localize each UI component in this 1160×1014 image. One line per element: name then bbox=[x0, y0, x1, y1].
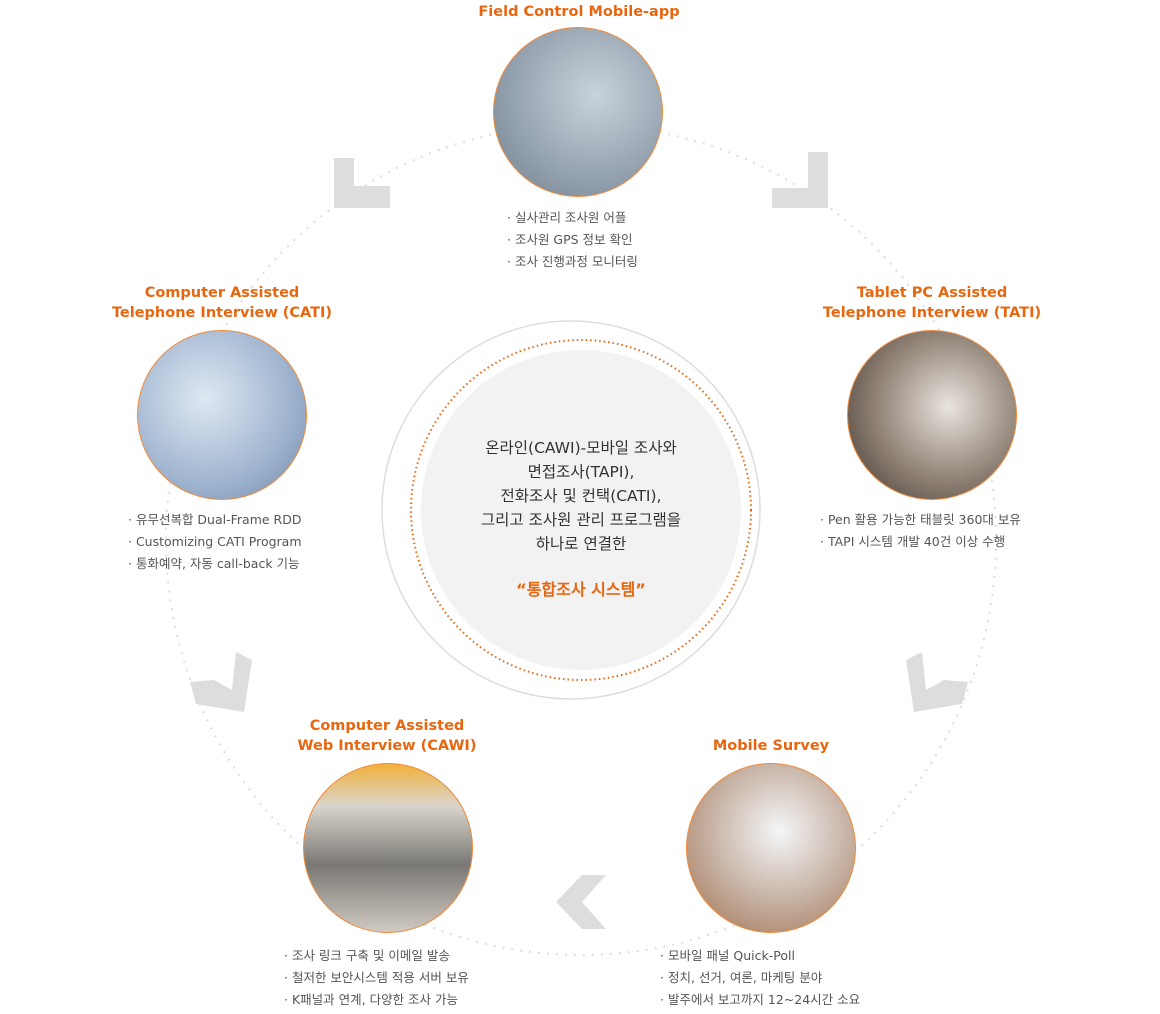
title-line: Telephone Interview (CATI) bbox=[111, 305, 333, 321]
arrow-chevron-icon bbox=[190, 652, 252, 712]
center-fill bbox=[421, 350, 741, 670]
field-control-bullets: 실사관리 조사원 어플 조사원 GPS 정보 확인 조사 진행과정 모니터링 bbox=[507, 207, 638, 273]
center-emphasis: “통합조사 시스템” bbox=[516, 580, 646, 599]
cati-photo bbox=[137, 330, 307, 500]
bullet-item: 통화예약, 자동 call-back 기능 bbox=[128, 553, 302, 575]
bullet-item: 철저한 보안시스템 적용 서버 보유 bbox=[284, 967, 469, 989]
title-line: Web Interview (CAWI) bbox=[297, 738, 477, 754]
title-line: Tablet PC Assisted bbox=[856, 285, 1008, 301]
cawi-bullets: 조사 링크 구축 및 이메일 발송 철저한 보안시스템 적용 서버 보유 K패널… bbox=[284, 945, 469, 1011]
tati-bullets: Pen 활용 가능한 태블릿 360대 보유 TAPI 시스템 개발 40건 이… bbox=[820, 509, 1021, 553]
bullet-item: Pen 활용 가능한 태블릿 360대 보유 bbox=[820, 509, 1021, 531]
bullet-item: 조사 진행과정 모니터링 bbox=[507, 251, 638, 273]
bullet-item: 유무선복합 Dual-Frame RDD bbox=[128, 509, 302, 531]
arrow-chevron-icon bbox=[906, 652, 968, 712]
bullet-item: Customizing CATI Program bbox=[128, 531, 302, 553]
center-line: 하나로 연결한 bbox=[535, 535, 627, 553]
bullet-item: TAPI 시스템 개발 40건 이상 수행 bbox=[820, 531, 1021, 553]
mobile-bullets: 모바일 패널 Quick-Poll 정치, 선거, 여론, 마케팅 분야 발주에… bbox=[660, 945, 860, 1011]
node-title-cati: Computer Assisted Telephone Interview (C… bbox=[112, 283, 332, 323]
mobile-photo bbox=[686, 763, 856, 933]
center-dotted-ring bbox=[410, 339, 752, 681]
bullet-item: 발주에서 보고까지 12~24시간 소요 bbox=[660, 989, 860, 1011]
node-title-cawi: Computer Assisted Web Interview (CAWI) bbox=[298, 716, 477, 756]
bullet-item: K패널과 연계, 다양한 조사 가능 bbox=[284, 989, 469, 1011]
cawi-photo bbox=[303, 763, 473, 933]
center-description: 온라인(CAWI)-모바일 조사와 면접조사(TAPI), 전화조사 및 컨택(… bbox=[431, 436, 731, 556]
arrow-chevron-icon bbox=[334, 158, 390, 208]
center-line: 온라인(CAWI)-모바일 조사와 bbox=[485, 439, 677, 457]
node-title-tati: Tablet PC Assisted Telephone Interview (… bbox=[823, 283, 1041, 323]
center-line: 그리고 조사원 관리 프로그램을 bbox=[480, 511, 682, 529]
bullet-item: 조사원 GPS 정보 확인 bbox=[507, 229, 638, 251]
center-line: 면접조사(TAPI), bbox=[527, 463, 635, 481]
bullet-item: 정치, 선거, 여론, 마케팅 분야 bbox=[660, 967, 860, 989]
arrow-chevron-icon bbox=[556, 875, 606, 929]
field-control-photo bbox=[493, 27, 663, 197]
title-line: Computer Assisted bbox=[309, 718, 465, 734]
bullet-item: 실사관리 조사원 어플 bbox=[507, 207, 638, 229]
center-line: 전화조사 및 컨택(CATI), bbox=[500, 487, 662, 505]
bullet-item: 모바일 패널 Quick-Poll bbox=[660, 945, 860, 967]
node-title-mobile: Mobile Survey bbox=[712, 738, 830, 754]
tati-photo bbox=[847, 330, 1017, 500]
bullet-item: 조사 링크 구축 및 이메일 발송 bbox=[284, 945, 469, 967]
cati-bullets: 유무선복합 Dual-Frame RDD Customizing CATI Pr… bbox=[128, 509, 302, 575]
title-line: Telephone Interview (TATI) bbox=[822, 305, 1042, 321]
title-line: Computer Assisted bbox=[144, 285, 300, 301]
arrow-chevron-icon bbox=[772, 152, 828, 208]
node-title-field-control: Field Control Mobile-app bbox=[478, 4, 680, 20]
